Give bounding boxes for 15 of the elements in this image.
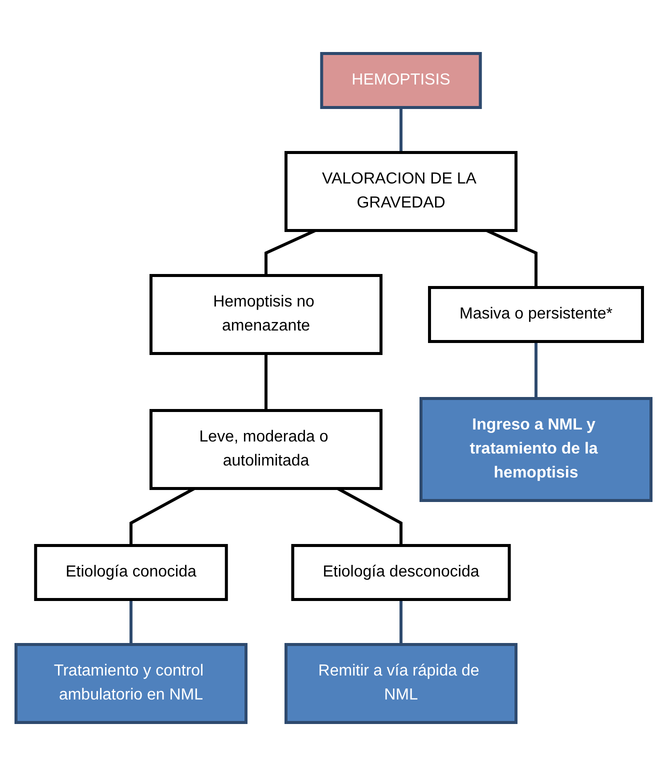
node-box: Etiología conocida [34, 544, 228, 601]
node-box: Tratamiento y control ambulatorio en NML [14, 643, 248, 724]
node-box: Masiva o persistente* [428, 286, 644, 343]
connector [264, 354, 268, 410]
connector [400, 600, 402, 644]
connector [400, 108, 402, 152]
node-box: HEMOPTISIS [320, 52, 482, 109]
node-box: Leve, moderada o autolimitada [150, 409, 382, 490]
node-box: Remitir a vía rápida de NML [284, 643, 518, 724]
node-box: Hemoptisis no amenazante [150, 274, 382, 355]
node-box: Ingreso a NML y tratamiento de la hemoptisis [420, 397, 652, 502]
node-box: Etiología desconocida [291, 544, 511, 601]
node-box: VALORACION DE LA GRAVEDAD [284, 151, 518, 232]
connector [130, 600, 132, 644]
connector [534, 342, 538, 398]
